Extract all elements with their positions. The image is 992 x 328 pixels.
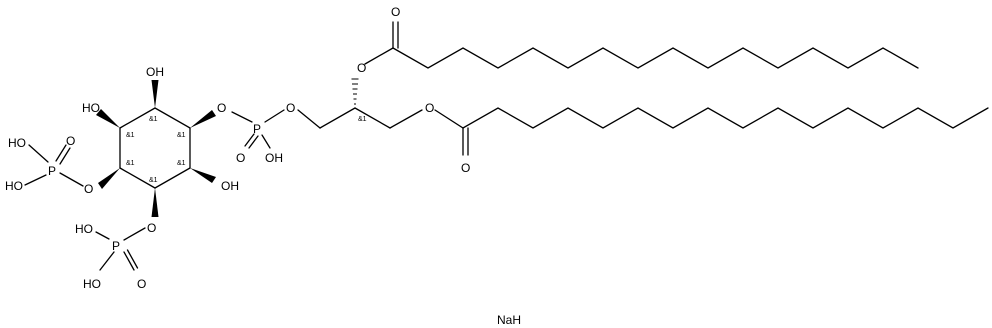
phos-bridge-o-double: O xyxy=(236,151,245,165)
phosphate-bridge-bonds xyxy=(231,109,285,149)
stereo-label: &1 xyxy=(149,116,158,123)
phos-left-o-double: O xyxy=(66,134,75,148)
ring-ho-left: HO xyxy=(82,101,100,115)
phosphate-bottom-labels: P HO HO O xyxy=(75,222,146,291)
ring-oh-top: OH xyxy=(146,65,164,79)
phosphate-left-labels: P HO HO O xyxy=(5,134,75,193)
phos-bottom-ho2: HO xyxy=(83,277,101,291)
phosphate-bridge-labels: P O OH O xyxy=(236,101,295,165)
phos-left-ho1: HO xyxy=(8,136,26,150)
inositol-ring xyxy=(119,107,191,189)
glycerol-hashed-bond xyxy=(351,78,359,105)
acyl-chain-bottom xyxy=(434,107,989,156)
acyl-chain-top xyxy=(364,21,919,69)
stereo-label: &1 xyxy=(126,132,135,139)
phosphate-bottom-bonds xyxy=(95,227,146,271)
phos-bridge-o-glycerol: O xyxy=(286,101,295,115)
ring-o-phos4: O xyxy=(84,182,93,196)
phos-left-ho2: HO xyxy=(5,179,23,193)
ring-o-phosphodiester: O xyxy=(217,101,226,115)
stereo-labels: &1 &1 &1 &1 &1 &1 &1 xyxy=(126,116,367,184)
stereo-label: &1 xyxy=(177,160,186,167)
phos-bridge-oh: OH xyxy=(265,151,283,165)
phos-left-p: P xyxy=(48,164,56,178)
ring-o-phos5: O xyxy=(147,221,156,235)
carbonyl-o-top: O xyxy=(391,5,400,19)
stereo-label: &1 xyxy=(126,160,135,167)
carbonyl-o-bottom: O xyxy=(461,161,470,175)
phosphate-left-bonds xyxy=(24,144,84,187)
glycerol-o-sn1: O xyxy=(425,101,434,115)
phos-bottom-ho1: HO xyxy=(75,222,93,236)
stereo-label: &1 xyxy=(358,116,367,123)
counterion-label: NaH xyxy=(497,313,521,327)
glycerol-o-sn2: O xyxy=(357,61,366,75)
phos-bridge-p: P xyxy=(253,122,261,136)
glycerol-backbone xyxy=(297,107,423,129)
phos-bottom-o-double: O xyxy=(137,277,146,291)
stereo-label: &1 xyxy=(149,177,158,184)
ring-wedge-bonds xyxy=(96,80,216,217)
glycerol-labels: O O O O xyxy=(357,5,470,175)
ring-oh-right: OH xyxy=(221,179,239,193)
ring-labels: OH HO OH O O O xyxy=(82,65,239,235)
stereo-label: &1 xyxy=(177,132,186,139)
phos-bottom-p: P xyxy=(112,239,120,253)
